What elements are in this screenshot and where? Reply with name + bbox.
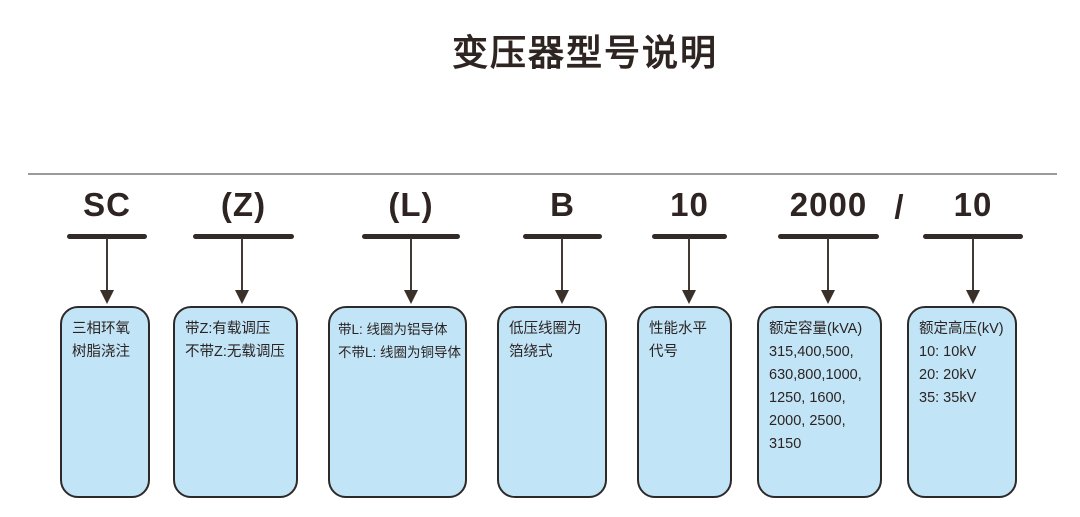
description-box: 低压线圈为 箔绕式: [497, 306, 607, 498]
underline-bar: [523, 234, 602, 239]
code-label: (Z): [220, 186, 267, 223]
arrow-stem: [827, 238, 829, 291]
arrow-stem: [972, 238, 974, 291]
code-label: (L): [388, 186, 434, 223]
description-text: 带L: 线圈为铝导体 不带L: 线圈为铜导体: [338, 322, 462, 360]
code-label: 10: [670, 186, 709, 223]
description-box: 带Z:有载调压 不带Z:无载调压: [173, 306, 298, 498]
divider-line: [28, 173, 1057, 175]
arrow-stem: [561, 238, 563, 291]
arrow-down-icon: [555, 290, 569, 304]
arrow-stem: [410, 238, 412, 291]
description-text: 额定容量(kVA) 315,400,500, 630,800,1000, 125…: [769, 321, 863, 452]
code-label: 10: [953, 186, 993, 223]
arrow-down-icon: [682, 290, 696, 304]
description-text: 三相环氧 树脂浇注: [72, 321, 130, 360]
description-box: 三相环氧 树脂浇注: [60, 306, 150, 498]
description-text: 低压线圈为 箔绕式: [509, 321, 582, 360]
underline-bar: [67, 234, 147, 239]
underline-bar: [193, 234, 294, 239]
underline-bar: [362, 234, 460, 239]
arrow-down-icon: [235, 290, 249, 304]
description-text: 性能水平 代号: [649, 321, 707, 360]
underline-bar: [923, 234, 1023, 239]
arrow-stem: [106, 238, 108, 291]
description-box: 额定高压(kV) 10: 10kV 20: 20kV 35: 35kV: [907, 306, 1017, 498]
arrow-stem: [241, 238, 243, 291]
arrow-down-icon: [966, 290, 980, 304]
description-text: 带Z:有载调压 不带Z:无载调压: [185, 321, 285, 360]
arrow-down-icon: [404, 290, 418, 304]
arrow-stem: [688, 238, 690, 291]
description-box: 性能水平 代号: [637, 306, 732, 498]
slash-separator: /: [894, 188, 904, 225]
page-title: 变压器型号说明: [451, 32, 719, 73]
code-label: B: [550, 186, 575, 223]
underline-bar: [652, 234, 727, 239]
description-box: 带L: 线圈为铝导体 不带L: 线圈为铜导体: [328, 306, 467, 498]
description-text: 额定高压(kV) 10: 10kV 20: 20kV 35: 35kV: [919, 321, 1004, 406]
code-label: 2000: [789, 186, 868, 223]
underline-bar: [778, 234, 879, 239]
arrow-down-icon: [821, 290, 835, 304]
code-label: SC: [83, 186, 131, 223]
arrow-down-icon: [100, 290, 114, 304]
description-box: 额定容量(kVA) 315,400,500, 630,800,1000, 125…: [757, 306, 882, 498]
